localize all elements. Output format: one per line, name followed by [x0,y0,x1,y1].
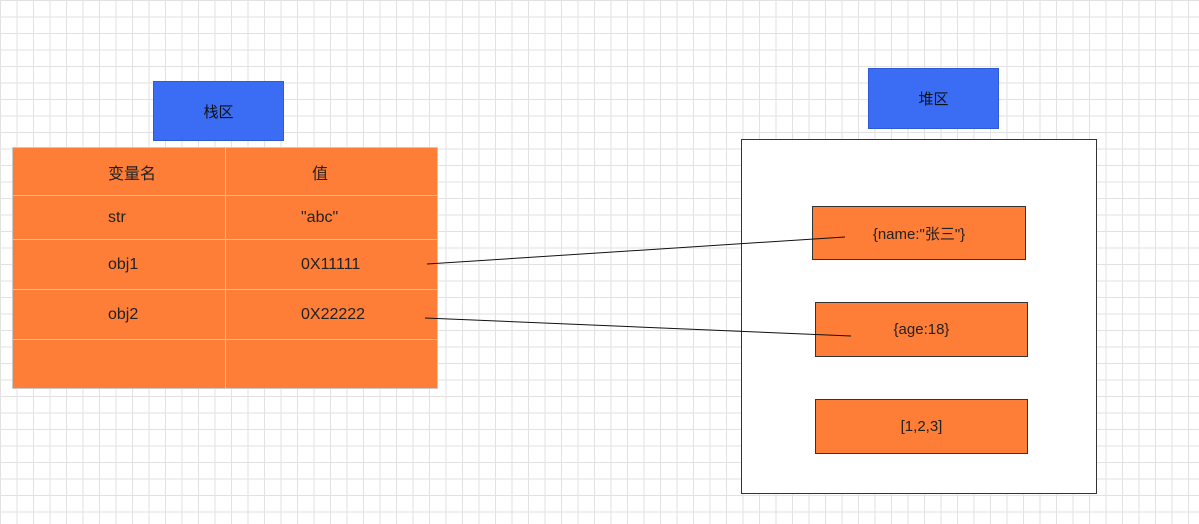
table-row: obj2 0X22222 [12,289,438,340]
stack-table: 变量名 值 str "abc" obj1 0X11111 obj2 0X2222… [12,147,438,389]
heap-array: [1,2,3] [815,399,1028,454]
reference-line-obj1 [426,236,846,265]
var-name-cell [12,339,226,389]
var-value-cell: 0X11111 [225,239,438,290]
heap-label: 堆区 [868,68,999,129]
var-value-cell: 0X22222 [225,289,438,340]
heap-object-age: {age:18} [815,302,1028,357]
table-row [12,339,438,389]
table-row: obj1 0X11111 [12,239,438,290]
header-variable-name: 变量名 [12,147,226,196]
var-name-cell: obj2 [12,289,226,340]
heap-object-name: {name:"张三"} [812,206,1026,260]
var-name-cell: obj1 [12,239,226,290]
table-row: str "abc" [12,195,438,240]
reference-line-obj2 [424,317,852,337]
stack-label: 栈区 [153,81,284,141]
var-value-cell [225,339,438,389]
var-name-cell: str [12,195,226,240]
var-value-cell: "abc" [225,195,438,240]
